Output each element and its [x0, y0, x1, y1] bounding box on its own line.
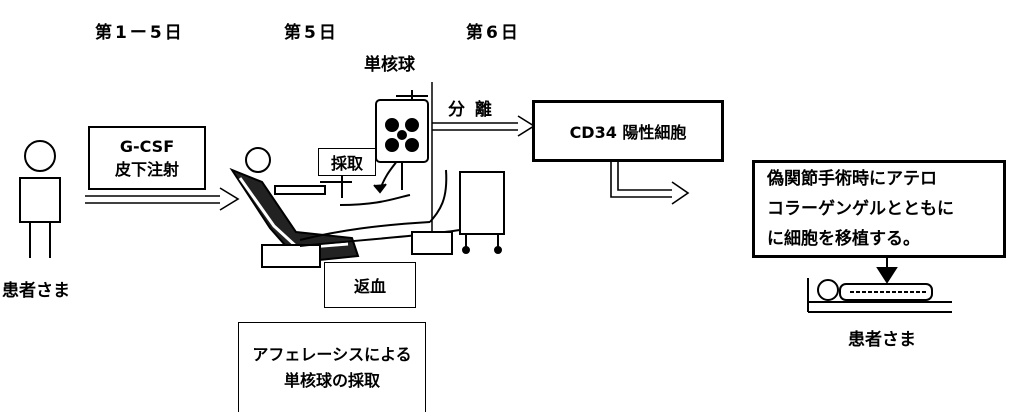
- transplant-box: 偽関節手術時にアテロ コラーゲンゲルとともに に細胞を移植する。: [752, 160, 1006, 258]
- patient-left-figure: [19, 140, 61, 258]
- monocyte-label: 単核球: [364, 55, 415, 75]
- apheresis-box: アフェレーシスによる 単核球の採取: [238, 322, 426, 412]
- patient-right-figure: [807, 278, 952, 313]
- collection-box: 採取: [318, 148, 376, 176]
- blood-bag: [375, 90, 429, 190]
- arrow-down-to-patient: [876, 258, 898, 284]
- day-1-5-label: 第1ー5日: [95, 23, 185, 43]
- gcsf-line1: G-CSF: [119, 136, 175, 156]
- arrow-to-collection: [85, 187, 240, 211]
- patient-left-label: 患者さま: [2, 281, 70, 301]
- gcsf-box: G-CSF 皮下注射: [88, 126, 206, 190]
- transplant-line1: 偽関節手術時にアテロ: [767, 169, 937, 189]
- return-blood-box: 返血: [324, 262, 416, 308]
- day-6-label: 第6日: [466, 23, 521, 43]
- arrow-to-cd34: [432, 115, 536, 137]
- day-5-label: 第5日: [284, 23, 339, 43]
- gcsf-line2: 皮下注射: [114, 159, 179, 179]
- arrow-to-transplant: [610, 162, 690, 205]
- patient-right-label: 患者さま: [848, 330, 916, 350]
- apheresis-line2: 単核球の採取: [283, 370, 380, 390]
- cd34-box: CD34 陽性細胞: [532, 100, 724, 162]
- patient-chair-figure: [229, 147, 360, 268]
- apheresis-machine: [411, 171, 505, 255]
- apheresis-line1: アフェレーシスによる: [252, 344, 412, 364]
- separation-label: 分 離: [448, 100, 494, 120]
- transplant-line2: コラーゲンゲルとともに: [767, 199, 954, 219]
- transplant-line3: に細胞を移植する。: [767, 229, 920, 249]
